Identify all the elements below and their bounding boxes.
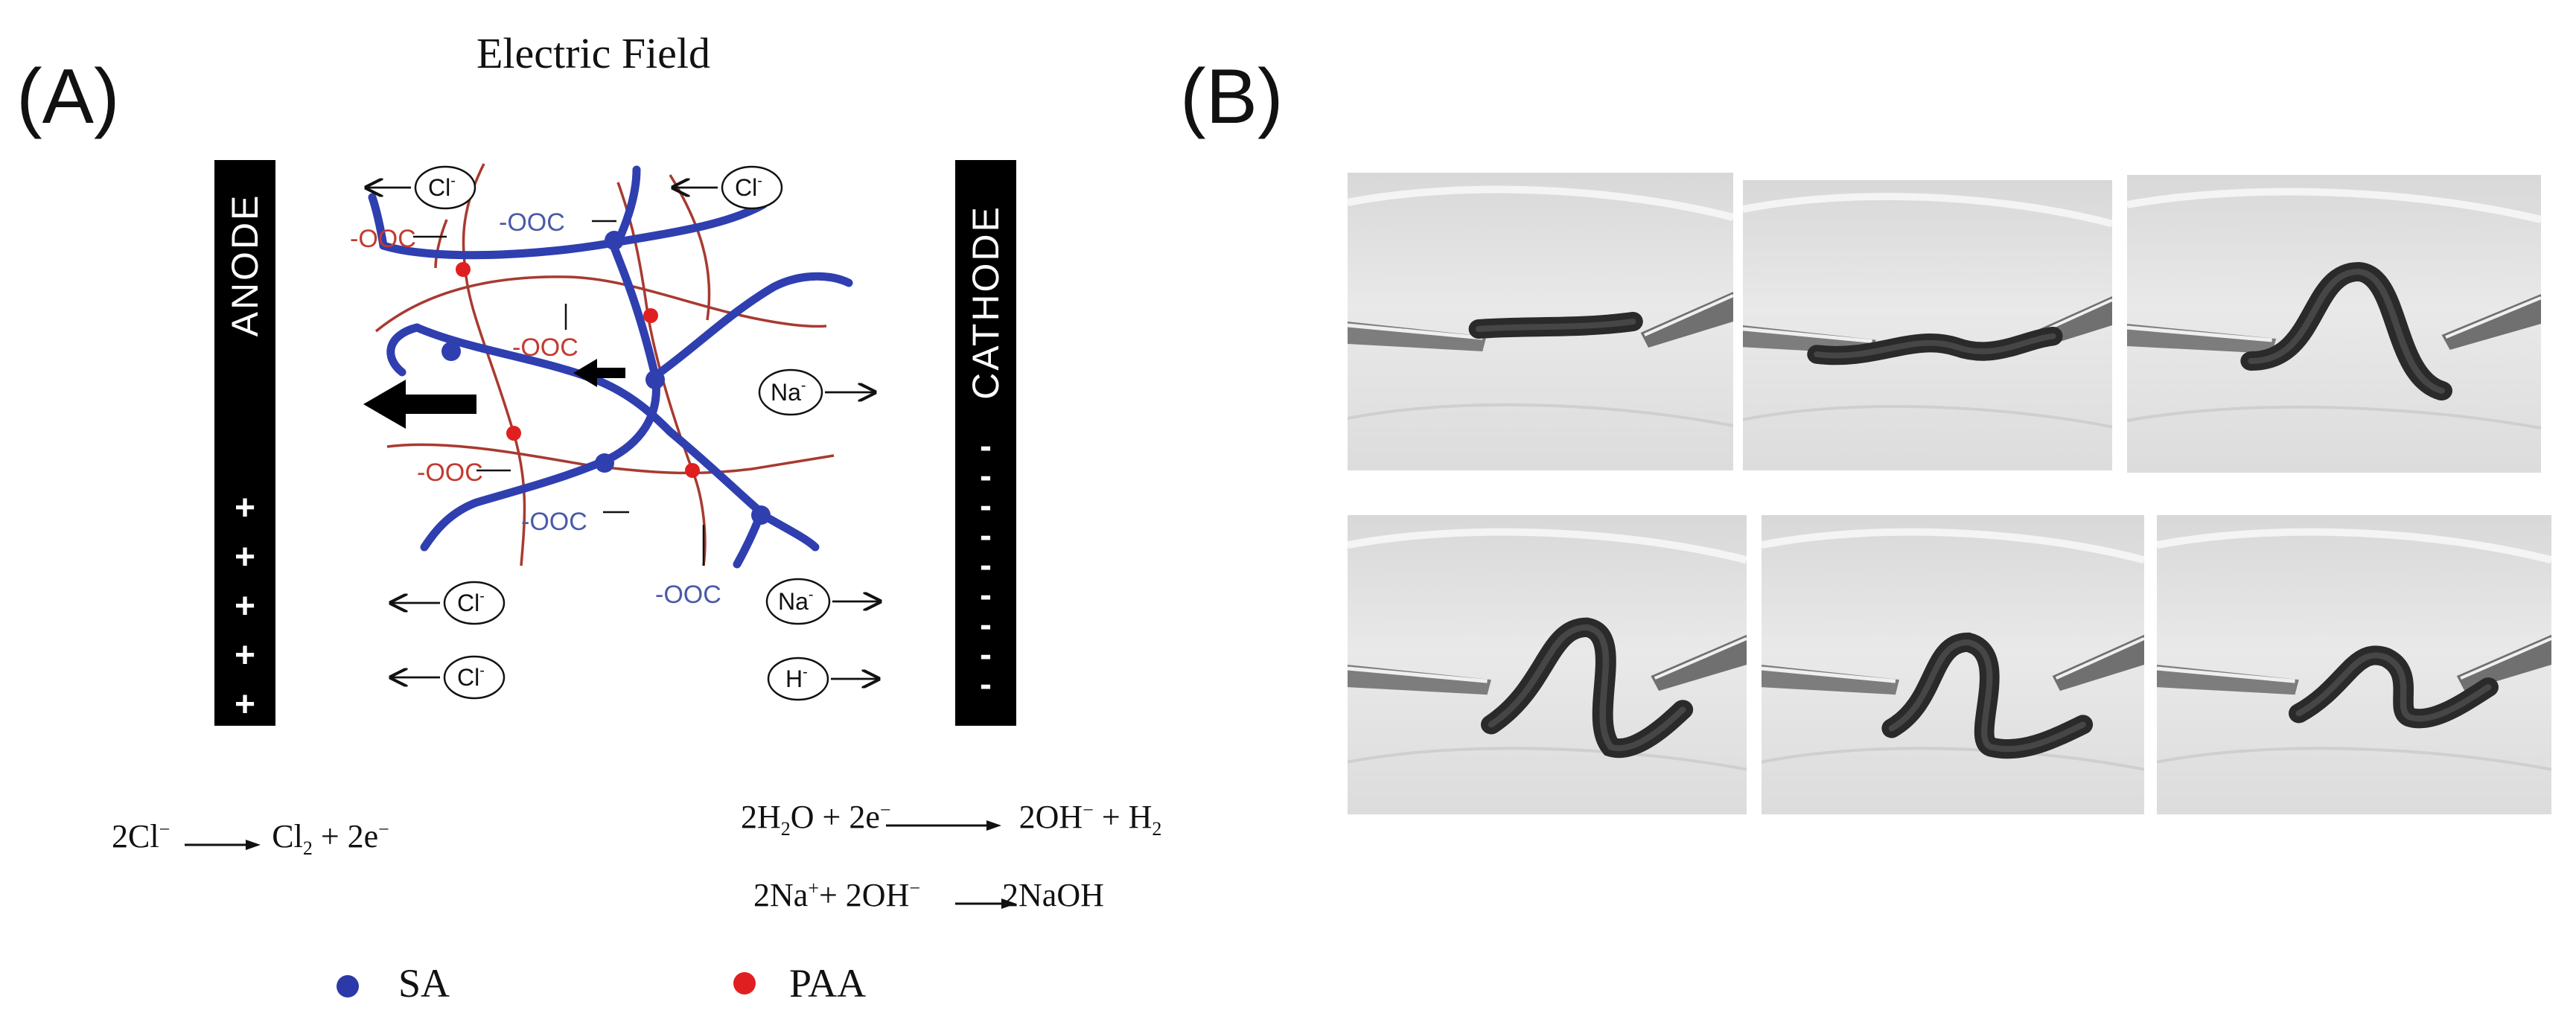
- diagram-title: Electric Field: [476, 29, 711, 77]
- equation-cathode-water: 2H2O + 2e− 2OH− + H2: [741, 799, 1162, 840]
- electrode-sign: -: [980, 486, 992, 526]
- ion-labels: Cl- Cl- Na- Cl- Cl- Na- H-: [428, 173, 814, 692]
- electrode-sign: -: [980, 427, 992, 466]
- large-migration-arrow: [363, 380, 476, 429]
- ion-na-bottom: Na: [778, 588, 809, 615]
- small-migration-arrow: [573, 359, 625, 387]
- photo-6: [2157, 515, 2551, 814]
- ion-cl-bottom-2: Cl: [457, 664, 479, 691]
- photo-4: [1348, 515, 1747, 814]
- electrode-sign: -: [980, 516, 992, 555]
- carboxyl-group-6: -OOC: [655, 581, 721, 609]
- electrode-sign: +: [234, 587, 256, 626]
- ion-cl-top-left: Cl: [428, 174, 450, 201]
- legend-sa-label: SA: [398, 961, 450, 1006]
- electrode-sign: +: [234, 537, 256, 577]
- electrode-sign: +: [234, 881, 256, 921]
- legend-paa-label: PAA: [789, 961, 867, 1006]
- svg-text:H-: H-: [785, 664, 808, 692]
- photo-2: [1743, 180, 2112, 470]
- cathode-electrode: CATHODE ---------: [955, 160, 1016, 726]
- electrode-sign: +: [234, 832, 256, 872]
- ion-h-bottom: H: [785, 665, 803, 692]
- paa-crosslink-nodes: [456, 262, 700, 478]
- svg-text:Cl-: Cl-: [428, 173, 456, 201]
- legend-paa-dot: [733, 972, 756, 994]
- svg-text:Na-: Na-: [771, 377, 806, 406]
- photo-3: [2127, 175, 2541, 473]
- svg-text:Cl-: Cl-: [457, 588, 485, 616]
- electrode-sign: +: [234, 685, 256, 724]
- anode-electrode: ANODE +++++++++: [214, 160, 275, 921]
- carboxyl-group-3: -OOC: [512, 333, 578, 362]
- ion-na-mid: Na: [771, 379, 801, 406]
- sa-crosslink-nodes: [441, 231, 771, 525]
- ion-cl-top-right: Cl: [735, 174, 757, 201]
- equation-anode: 2Cl− Cl2 + 2e−: [112, 818, 389, 859]
- panel-a-label: (A): [16, 54, 120, 140]
- ion-arrows: [366, 188, 880, 679]
- paa-chains: [374, 163, 835, 566]
- electrode-sign: -: [980, 546, 992, 585]
- equation-cathode-naoh: 2Na++ 2OH− 2NaOH: [753, 877, 1104, 913]
- group-connectors: [413, 220, 705, 566]
- electrode-sign: +: [234, 783, 256, 823]
- electrode-sign: -: [980, 456, 992, 496]
- carboxyl-group-2: -OOC: [499, 208, 565, 237]
- electrode-sign: -: [980, 665, 992, 704]
- anode-signs: + + + + + + + + +: [214, 484, 275, 926]
- svg-text:Cl-: Cl-: [457, 662, 485, 691]
- svg-text:Na-: Na-: [778, 587, 814, 615]
- svg-text:Cl-: Cl-: [735, 173, 762, 201]
- equation-arrows: [185, 820, 1016, 909]
- electrode-sign: +: [234, 488, 256, 528]
- electrode-sign: +: [234, 734, 256, 773]
- electrode-sign: -: [980, 575, 992, 615]
- ion-cl-bottom-1: Cl: [457, 590, 479, 616]
- photo-1: [1348, 173, 1733, 470]
- carboxyl-group-5: -OOC: [521, 508, 587, 536]
- legend-sa-dot: [337, 975, 359, 997]
- electrode-sign: -: [980, 605, 992, 645]
- carboxyl-group-4: -OOC: [417, 459, 483, 487]
- electrode-sign: +: [234, 636, 256, 675]
- carboxyl-group-1: -OOC: [350, 225, 416, 253]
- panel-b-label: (B): [1180, 54, 1284, 140]
- photo-5: [1762, 515, 2144, 814]
- cathode-signs: ---------: [955, 427, 1016, 704]
- electrode-sign: -: [980, 635, 992, 674]
